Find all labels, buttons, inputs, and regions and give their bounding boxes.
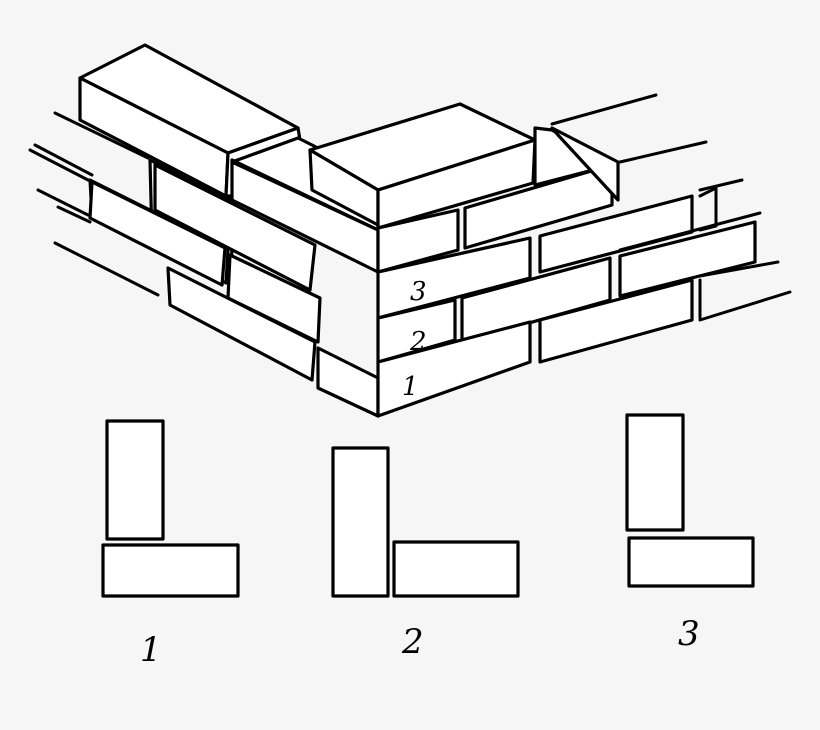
course-label-1: 1 [402,372,419,402]
plan-view-2 [331,446,520,598]
right-wing-courses [376,93,792,418]
plan-view-3 [625,413,755,588]
plan-caption-3: 3 [678,614,700,654]
plan-view-1 [101,419,240,598]
corner-bricks [230,102,537,274]
plan-caption-2: 2 [402,622,424,662]
plan-caption-1: 1 [140,630,162,670]
left-wing-courses [28,111,380,418]
course-label-2: 2 [409,327,427,357]
course-label-3: 3 [410,277,427,307]
